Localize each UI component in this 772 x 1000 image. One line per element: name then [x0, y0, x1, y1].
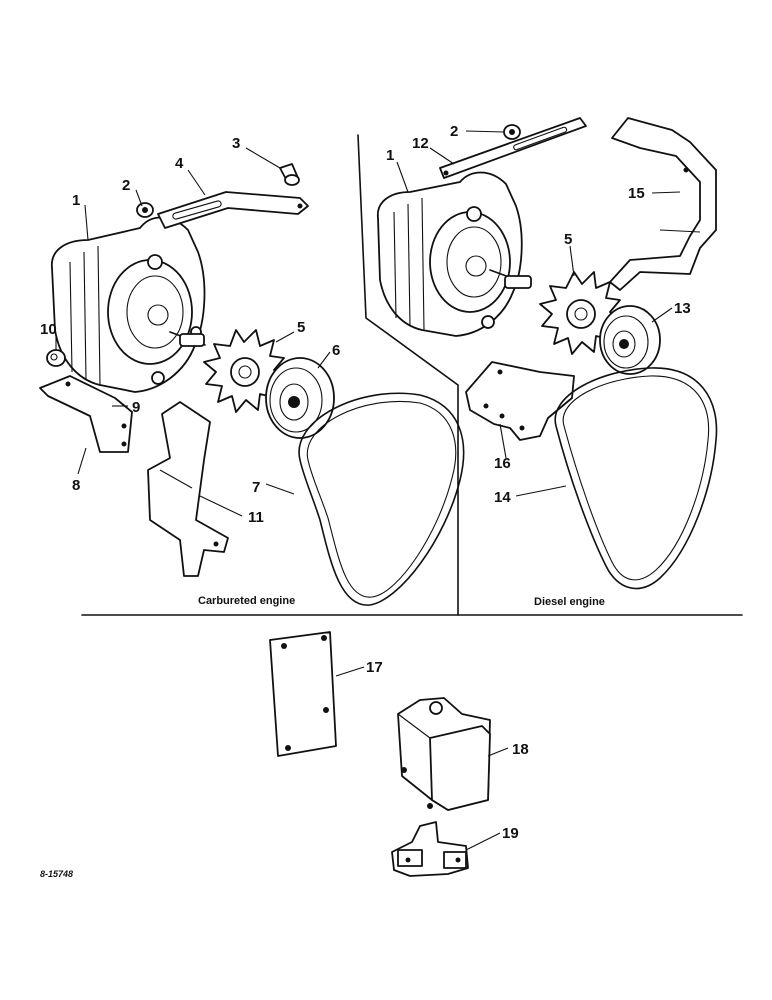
caption-carbureted: Carbureted engine	[198, 595, 295, 607]
callout-12: 12	[412, 135, 429, 152]
section-dividers	[81, 134, 743, 616]
callout-5-left: 5	[297, 319, 305, 336]
callout-2-right: 2	[450, 123, 458, 140]
plate-17	[269, 631, 337, 757]
caption-diesel: Diesel engine	[534, 596, 605, 608]
callout-10: 10	[40, 321, 57, 338]
callout-16: 16	[494, 455, 511, 472]
callout-3: 3	[232, 135, 240, 152]
callout-1-right: 1	[386, 147, 394, 164]
bracket-8	[39, 375, 133, 453]
nut-2-right	[503, 124, 521, 140]
callout-7: 7	[252, 479, 260, 496]
bracket-11	[147, 401, 229, 577]
bracket-16	[465, 361, 575, 441]
callout-19: 19	[502, 825, 519, 842]
vertical-divider	[357, 134, 459, 616]
belt-14	[554, 367, 718, 590]
callout-2-left: 2	[122, 177, 130, 194]
regulator-18	[397, 697, 491, 811]
callout-17: 17	[366, 659, 383, 676]
callout-11: 11	[248, 509, 264, 526]
callout-4: 4	[175, 155, 184, 172]
callout-9: 9	[132, 399, 140, 416]
alternator-right	[377, 171, 532, 337]
callout-1-left: 1	[72, 192, 80, 209]
brace-4	[157, 191, 309, 229]
pulley-13	[599, 305, 661, 375]
callout-6: 6	[332, 342, 340, 359]
nut-2-left	[136, 202, 154, 218]
spacer-10	[46, 349, 66, 367]
callout-8: 8	[72, 477, 80, 494]
callout-14: 14	[494, 489, 511, 506]
belt-7	[298, 392, 465, 606]
connector-19	[391, 821, 469, 877]
callout-13: 13	[674, 300, 691, 317]
leader-lines	[55, 130, 681, 851]
bracket-15	[609, 117, 717, 291]
brace-12	[439, 117, 587, 179]
spacer-3	[279, 163, 300, 186]
callout-15: 15	[628, 185, 645, 202]
callout-18: 18	[512, 741, 529, 758]
callout-5-right: 5	[564, 231, 572, 248]
callout-numbers: 1 2 3 4 5 6 7 8 9 10 11 1 2 12 15 5 13 1…	[40, 123, 691, 842]
figure-id: 8-15748	[40, 869, 73, 879]
pulley-6	[265, 357, 335, 439]
alternator-left	[51, 216, 206, 393]
